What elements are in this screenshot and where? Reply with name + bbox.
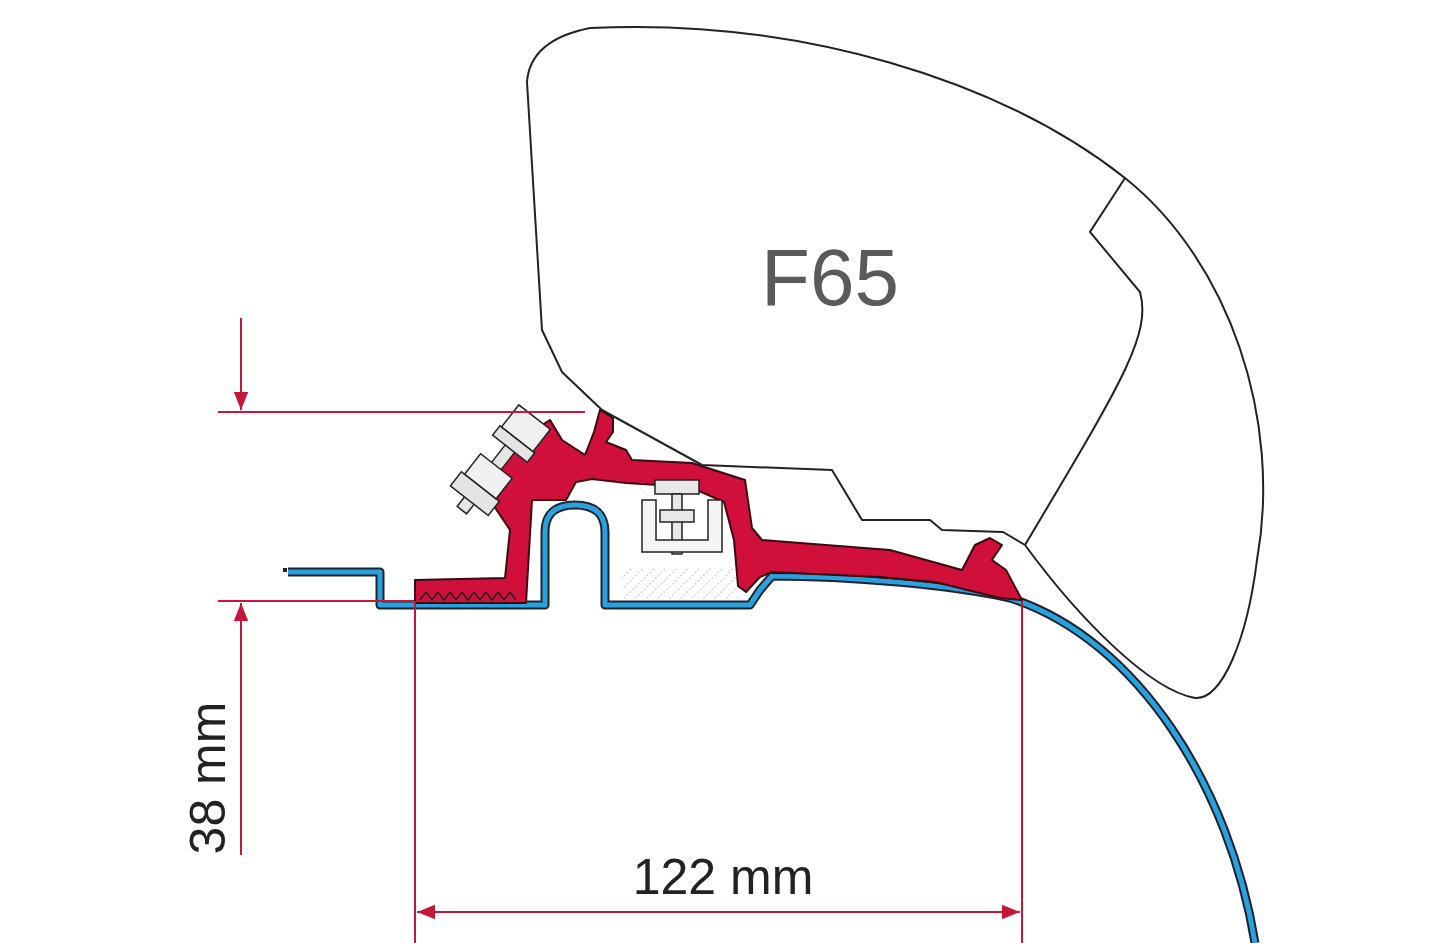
housing-outline	[520, 20, 1270, 705]
serration	[420, 592, 516, 600]
bolt	[443, 402, 553, 525]
dimension-height: 38 mm	[183, 698, 233, 859]
awning-housing: F65	[520, 20, 1270, 705]
model-name: F65	[761, 238, 899, 318]
end-cap-line	[1025, 178, 1142, 545]
dimension-width: 122 mm	[629, 852, 818, 902]
clamp	[642, 480, 722, 554]
housing-shape	[527, 27, 1263, 698]
hatched-plate	[622, 568, 740, 600]
